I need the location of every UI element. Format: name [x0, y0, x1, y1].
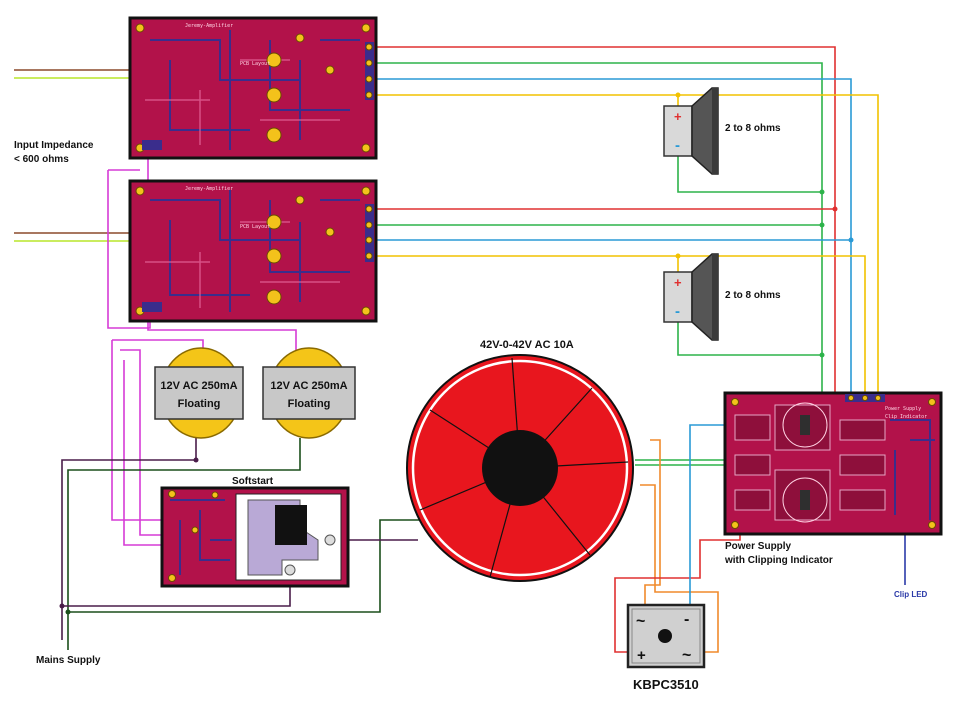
wire-amp1-green — [372, 62, 823, 470]
wire-mains-green-1 — [67, 438, 301, 650]
small-transformer-1: 12V AC 250mA Floating — [154, 347, 244, 439]
bridge-negative: - — [684, 611, 689, 628]
small-transformer-2-rating: 12V AC 250mA — [270, 380, 347, 392]
wire-amp1-yellow — [372, 94, 879, 400]
wires — [14, 46, 906, 653]
wire-mains-purple-2 — [62, 585, 291, 607]
junction-dot — [848, 237, 854, 243]
amp-board-1: Jeremy-Amplifier PCB Layout — [128, 16, 378, 160]
speaker-1-minus: - — [675, 137, 680, 154]
wire-amp1-blue — [372, 78, 852, 400]
wire-mains-purple-1 — [61, 438, 197, 640]
speaker-1-impedance-label: 2 to 8 ohms — [725, 123, 781, 134]
wire-mag-5 — [120, 349, 170, 536]
junction-dot — [819, 352, 825, 358]
svg-text:Clip Indicator: Clip Indicator — [885, 414, 927, 420]
mains-supply-label: Mains Supply — [36, 655, 101, 666]
junctions — [59, 92, 854, 615]
small-transformer-2-floating: Floating — [288, 398, 331, 410]
toroidal-transformer — [406, 354, 634, 582]
wire-bridge-blue — [689, 424, 740, 612]
speaker-2-minus: - — [675, 303, 680, 320]
wire-mag-4 — [111, 340, 170, 521]
amp-board-2: Jeremy-Amplifier PCB Layout — [128, 179, 378, 323]
bridge-label: KBPC3510 — [633, 677, 699, 692]
small-transformer-1-floating: Floating — [178, 398, 221, 410]
wire-mag-1 — [107, 169, 151, 329]
input-impedance-label: Input Impedance — [14, 140, 94, 151]
input-impedance-value: < 600 ohms — [14, 154, 69, 165]
junction-dot — [819, 189, 825, 195]
svg-text:PCB Layout: PCB Layout — [240, 61, 270, 67]
small-transformer-2: 12V AC 250mA Floating — [262, 347, 356, 439]
wire-bridge-red — [614, 500, 741, 653]
wire-orange-2 — [644, 439, 661, 610]
wire-amp2-yellow — [372, 255, 866, 400]
svg-text:PCB Layout: PCB Layout — [240, 224, 270, 230]
wire-spk1-neg — [677, 150, 822, 193]
power-supply-board: Power Supply Clip Indicator — [723, 391, 943, 536]
junction-dot — [65, 609, 71, 615]
clip-led-label: Clip LED — [894, 590, 928, 599]
softstart-label: Softstart — [232, 476, 274, 487]
bridge-ac-1: ~ — [636, 613, 645, 630]
wire-spk2-neg — [677, 314, 822, 356]
bridge-rectifier: ~ - + ~ — [626, 603, 706, 669]
toroid-rating-label: 42V-0-42V AC 10A — [480, 339, 574, 351]
svg-text:Jeremy-Amplifier: Jeremy-Amplifier — [185, 186, 233, 192]
bridge-ac-2: ~ — [682, 647, 691, 664]
svg-text:Power Supply: Power Supply — [885, 406, 921, 412]
junction-dot — [59, 603, 65, 609]
svg-text:Jeremy-Amplifier: Jeremy-Amplifier — [185, 23, 233, 29]
power-supply-label-2: with Clipping Indicator — [724, 555, 833, 566]
small-transformer-1-rating: 12V AC 250mA — [160, 380, 237, 392]
softstart-board — [160, 486, 350, 588]
junction-dot — [193, 457, 199, 463]
wire-mains-green-2 — [68, 519, 420, 613]
speaker-1-plus: + — [674, 109, 682, 124]
speaker-2-impedance-label: 2 to 8 ohms — [725, 290, 781, 301]
speaker-2: + - — [663, 253, 719, 341]
power-supply-label: Power Supply — [725, 541, 792, 552]
junction-dot — [675, 92, 681, 98]
speaker-1: + - — [663, 87, 719, 175]
wire-orange-1 — [640, 484, 719, 653]
junction-dot — [819, 222, 825, 228]
junction-dot — [832, 206, 838, 212]
bridge-positive: + — [637, 647, 646, 664]
speaker-2-plus: + — [674, 275, 682, 290]
wire-mag-6 — [123, 360, 170, 546]
junction-dot — [675, 253, 681, 259]
